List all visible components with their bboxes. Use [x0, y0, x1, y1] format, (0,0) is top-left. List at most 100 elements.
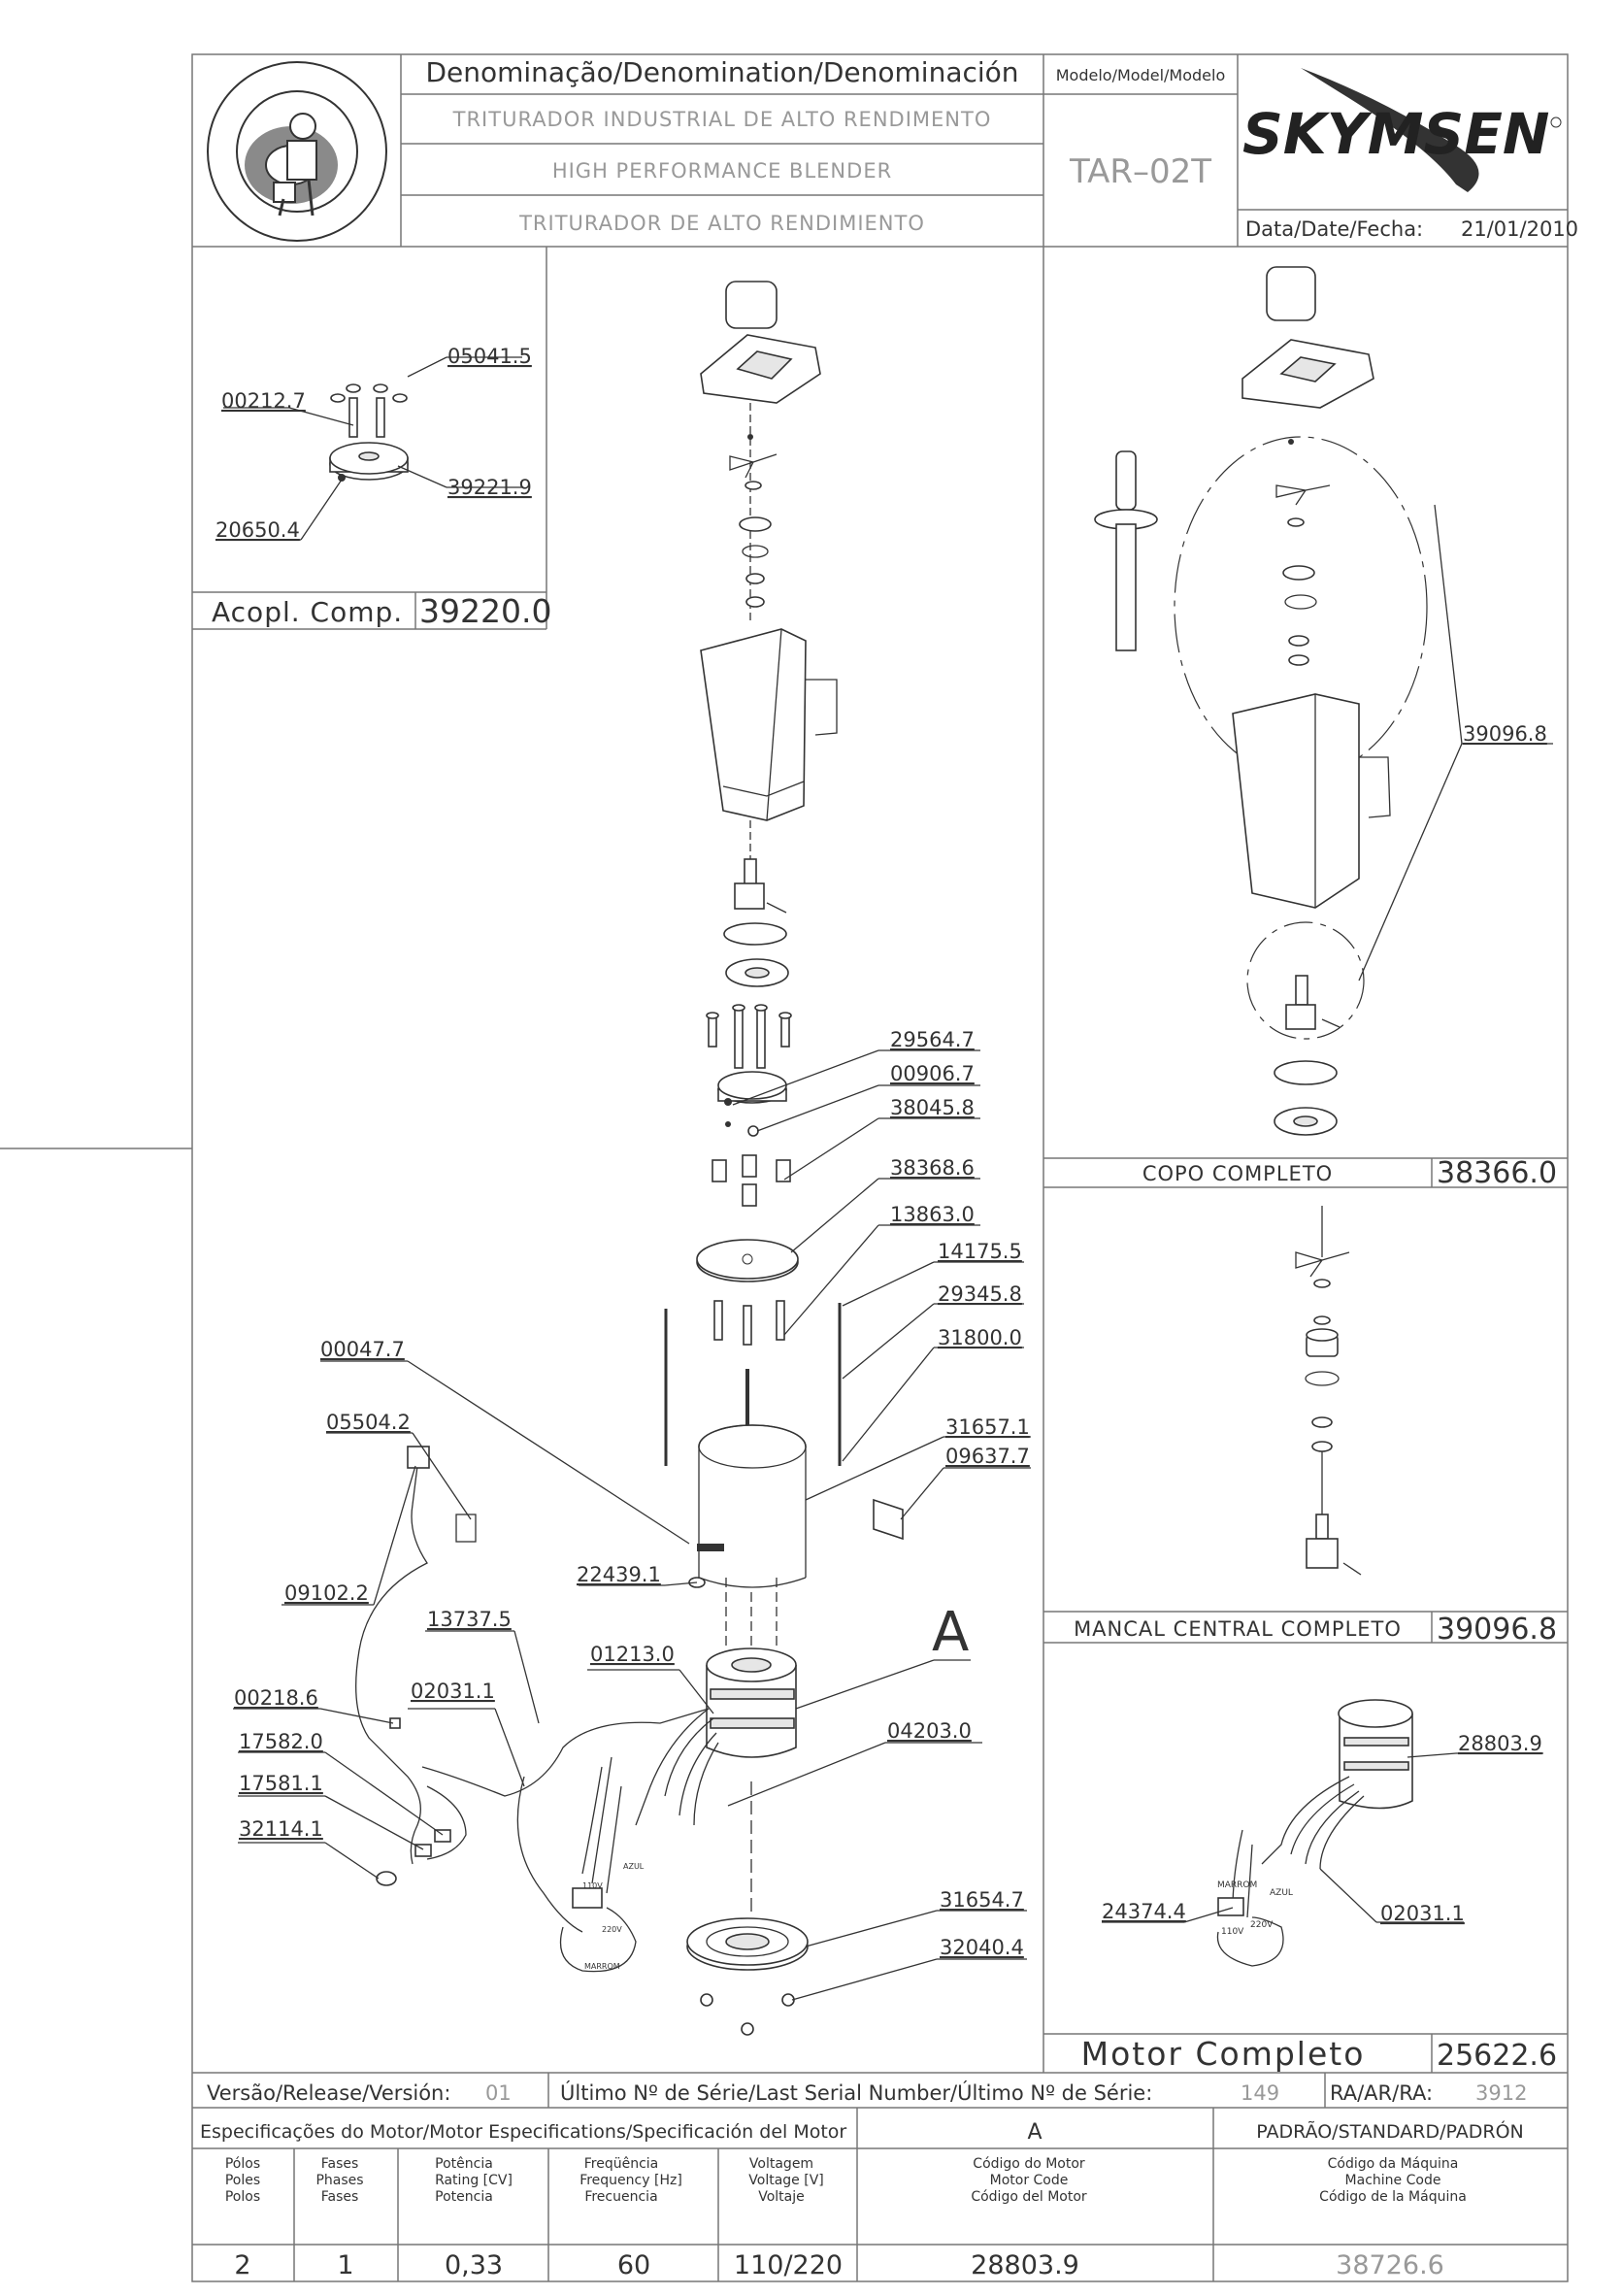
main-wire-tag-azul: AZUL: [623, 1862, 645, 1871]
motor-drawing: MARROM AZUL 220V 110V: [1216, 1699, 1413, 1967]
motor-detail-col: A: [1027, 2120, 1042, 2145]
h-power-en: Rating [CV]: [435, 2173, 513, 2188]
value-machine-code: 38726.6: [1336, 2250, 1444, 2280]
h-poles-pt: Pólos: [225, 2156, 260, 2172]
sheet-border: [191, 53, 1569, 2282]
serial-value: 149: [1241, 2081, 1279, 2105]
label-38368-6: 38368.6: [890, 1156, 975, 1180]
authorized-service-seal: [207, 61, 387, 242]
ra-value: 3912: [1475, 2081, 1527, 2105]
label-32040-4: 32040.4: [940, 1936, 1024, 1959]
inset-central-bearing: MANCAL CENTRAL COMPLETO 39096.8: [1043, 1206, 1568, 1647]
label-00212-7: 00212.7: [221, 389, 306, 413]
h-power-es: Potencia: [435, 2189, 493, 2205]
label-13863-0: 13863.0: [890, 1203, 975, 1226]
label-02031-1-main: 02031.1: [411, 1680, 495, 1703]
wire-tag-110v: 110V: [1221, 1927, 1244, 1937]
wire-tag-azul: AZUL: [1270, 1888, 1293, 1898]
label-09637-7: 09637.7: [945, 1445, 1030, 1468]
model-title: Modelo/Model/Modelo: [1056, 66, 1225, 84]
skymsen-logo: SKYMSEN: [1242, 68, 1562, 192]
h-freq-en: Frequency [Hz]: [579, 2173, 682, 2188]
label-38045-8: 38045.8: [890, 1096, 975, 1119]
title-block: Denominação/Denomination/Denominación TR…: [192, 54, 1578, 248]
h-motor-code-pt: Código do Motor: [973, 2156, 1085, 2172]
coupling-drawing: [329, 383, 409, 482]
label-20650-4: 20650.4: [215, 518, 300, 542]
label-02031-1-motor: 02031.1: [1380, 1902, 1465, 1925]
h-freq-es: Frecuencia: [584, 2189, 657, 2205]
date-label: Data/Date/Fecha:: [1245, 217, 1423, 241]
label-17582-0: 17582.0: [239, 1730, 323, 1753]
label-31800-0: 31800.0: [938, 1326, 1022, 1349]
detail-marker-a: A: [932, 1601, 969, 1664]
label-32114-1: 32114.1: [239, 1817, 323, 1841]
inset-cup: COPO COMPLETO 38366.0: [1043, 266, 1568, 1190]
product-name-pt: TRITURADOR INDUSTRIAL DE ALTO RENDIMENTO: [452, 108, 992, 131]
label-29345-8: 29345.8: [938, 1282, 1022, 1306]
value-poles: 2: [234, 2250, 250, 2280]
standard-title: PADRÃO/STANDARD/PADRÓN: [1256, 2119, 1524, 2143]
h-motor-code-es: Código del Motor: [971, 2189, 1087, 2205]
cup-drawing: [1094, 266, 1428, 1136]
cup-caption: COPO COMPLETO: [1142, 1162, 1333, 1185]
motor-caption: Motor Completo: [1081, 2035, 1366, 2073]
version-value: 01: [485, 2081, 512, 2105]
bearing-drawing: [1295, 1206, 1362, 1576]
main-leader-lines: [233, 1049, 1031, 2001]
main-part-labels: 29564.7 00906.7 38045.8 38368.6 13863.0 …: [234, 1028, 1030, 1959]
label-13737-5: 13737.5: [427, 1608, 512, 1631]
h-phases-es: Fases: [321, 2189, 359, 2205]
label-04203-0: 04203.0: [887, 1719, 972, 1743]
value-frequency: 60: [617, 2250, 650, 2280]
value-motor-code: 28803.9: [971, 2250, 1079, 2280]
h-motor-code-en: Motor Code: [990, 2173, 1069, 2188]
h-phases-en: Phases: [315, 2173, 363, 2188]
coupling-caption: Acopl. Comp.: [212, 596, 403, 628]
label-00218-6: 00218.6: [234, 1686, 318, 1710]
value-power: 0,33: [445, 2250, 503, 2280]
product-name-es: TRITURADOR DE ALTO RENDIMIENTO: [518, 212, 925, 235]
serial-label: Último Nº de Série/Last Serial Number/Úl…: [560, 2080, 1152, 2105]
label-31654-7: 31654.7: [940, 1888, 1024, 1912]
label-01213-0: 01213.0: [590, 1643, 675, 1666]
inset-coupling: Acopl. Comp. 39220.0 05041.5 00212.7 392…: [192, 247, 551, 630]
h-voltage-es: Voltaje: [758, 2189, 805, 2205]
h-voltage-pt: Voltagem: [749, 2156, 813, 2172]
ra-label: RA/AR/RA:: [1330, 2081, 1433, 2105]
label-39221-9: 39221.9: [447, 476, 532, 499]
date-value: 21/01/2010: [1461, 217, 1578, 241]
cup-code: 38366.0: [1437, 1156, 1557, 1190]
label-31657-1: 31657.1: [945, 1415, 1030, 1439]
h-freq-pt: Freqüência: [584, 2156, 659, 2172]
main-wire-tag-220v: 220V: [602, 1925, 622, 1934]
label-14175-5: 14175.5: [938, 1240, 1022, 1263]
value-voltage: 110/220: [734, 2250, 843, 2280]
wire-tag-220v: 220V: [1250, 1920, 1274, 1930]
h-power-pt: Potência: [435, 2156, 493, 2172]
label-00047-7: 00047.7: [320, 1338, 405, 1361]
main-wire-tag-marrom: MARROM: [584, 1962, 620, 1971]
bearing-code: 39096.8: [1437, 1613, 1557, 1647]
main-exploded-view: 110V 220V MARROM AZUL: [355, 281, 904, 2036]
wire-tag-marrom: MARROM: [1217, 1880, 1257, 1890]
brand-logo-text: SKYMSEN: [1242, 101, 1549, 167]
h-poles-es: Polos: [225, 2189, 260, 2205]
value-phases: 1: [337, 2250, 353, 2280]
release-row: Versão/Release/Versión: 01 Último Nº de …: [192, 2072, 1568, 2109]
coupling-code: 39220.0: [419, 592, 551, 630]
label-05504-2: 05504.2: [326, 1411, 411, 1434]
model-value: TAR–02T: [1069, 152, 1211, 191]
main-wire-tag-110v: 110V: [582, 1881, 603, 1890]
motor-spec-table: Especificações do Motor/Motor Especifica…: [192, 2108, 1568, 2281]
label-05041-5: 05041.5: [447, 345, 532, 368]
version-label: Versão/Release/Versión:: [207, 2081, 450, 2105]
bearing-caption: MANCAL CENTRAL COMPLETO: [1074, 1617, 1402, 1641]
label-39096-8-cup: 39096.8: [1463, 722, 1547, 746]
h-machine-code-pt: Código da Máquina: [1328, 2156, 1459, 2172]
label-00906-7: 00906.7: [890, 1062, 975, 1085]
label-24374-4: 24374.4: [1102, 1900, 1186, 1923]
label-17581-1: 17581.1: [239, 1772, 323, 1795]
h-machine-code-es: Código de la Máquina: [1319, 2189, 1467, 2205]
